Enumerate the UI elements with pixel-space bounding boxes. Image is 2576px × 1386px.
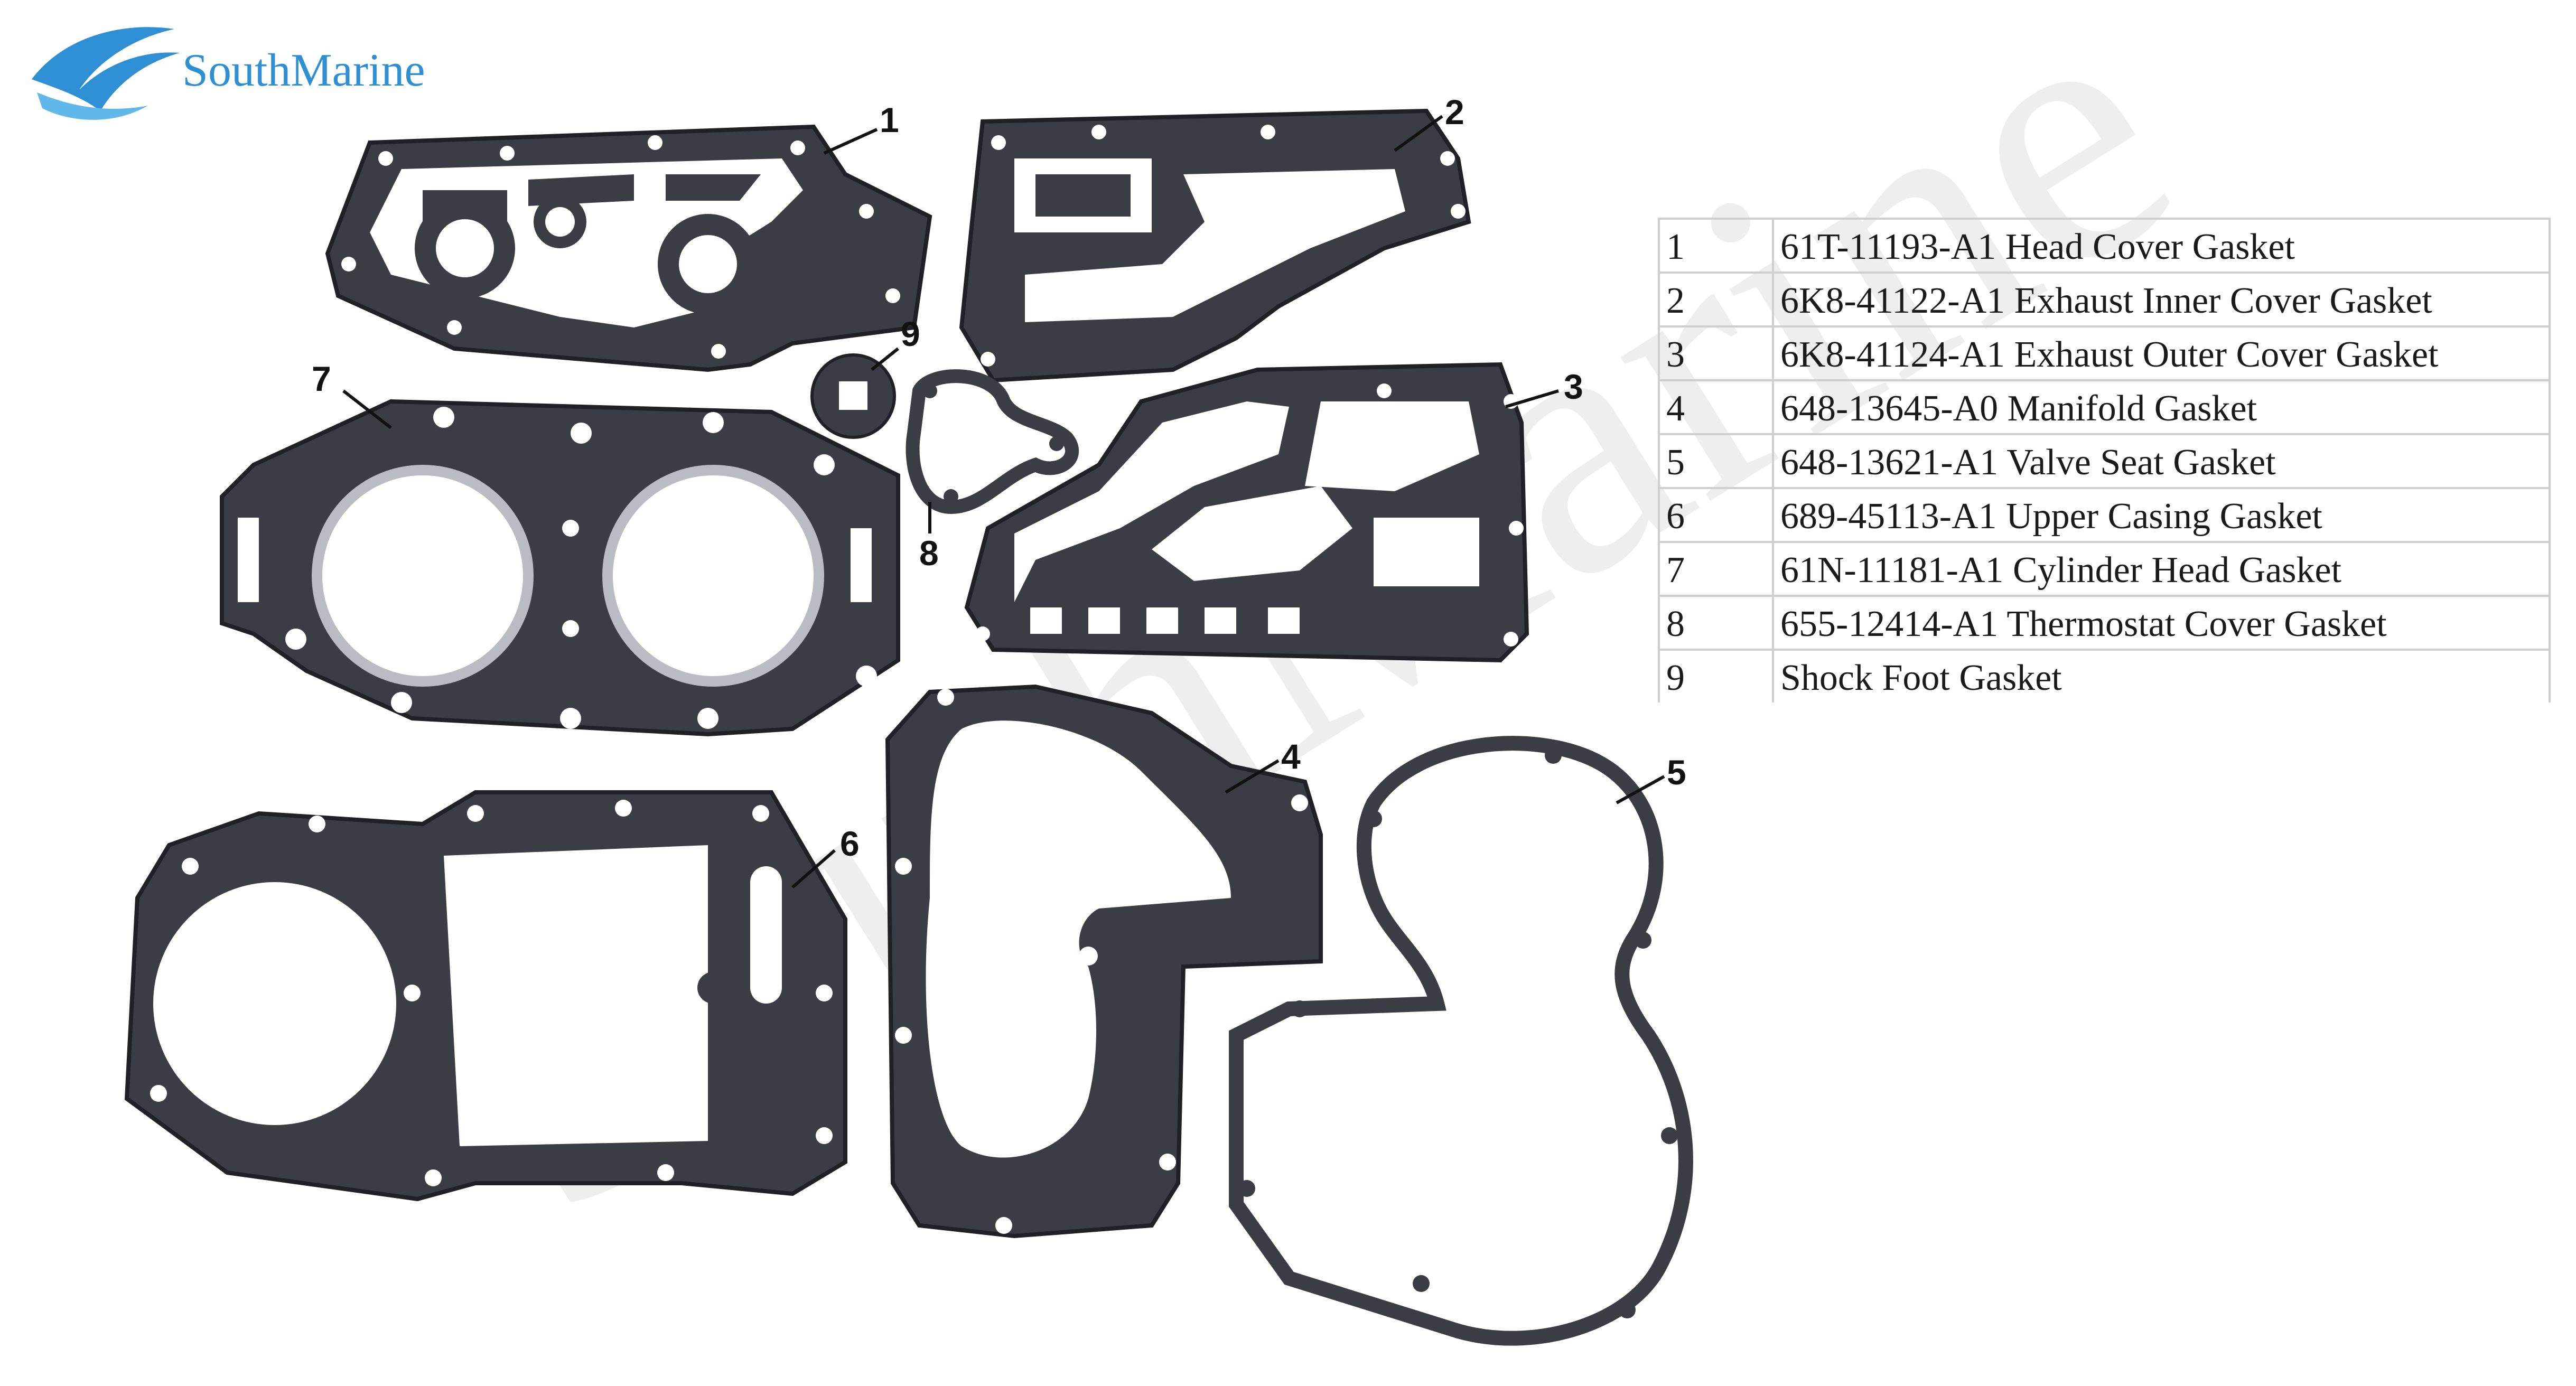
callout-7: 7 <box>312 359 331 398</box>
legend-part-name: 689-45113-A1 Upper Casing Gasket <box>1772 487 2551 543</box>
callout-9: 9 <box>901 314 920 353</box>
legend-number: 1 <box>1658 218 1773 274</box>
callout-5: 5 <box>1667 753 1686 792</box>
callout-1: 1 <box>880 100 899 139</box>
legend-part-name: 648-13645-A0 Manifold Gasket <box>1772 379 2551 435</box>
gasket-exhaust-inner <box>959 108 1471 383</box>
legend-part-name: 6K8-41124-A1 Exhaust Outer Cover Gasket <box>1772 325 2551 381</box>
gasket-exhaust-outer <box>964 362 1529 663</box>
callout-6: 6 <box>840 824 860 863</box>
callouts: 1 2 3 4 5 6 7 8 9 <box>312 92 1686 889</box>
callout-3: 3 <box>1564 367 1583 406</box>
legend-number: 6 <box>1658 487 1773 543</box>
brand-logo: SouthMarine <box>32 27 425 120</box>
gasket-manifold <box>885 684 1323 1239</box>
legend-part-name: Shock Foot Gasket <box>1772 649 2551 703</box>
legend-part-name: 648-13621-A1 Valve Seat Gasket <box>1772 433 2551 489</box>
legend-number: 3 <box>1658 325 1773 381</box>
legend-part-name: 6K8-41122-A1 Exhaust Inner Cover Gasket <box>1772 271 2551 327</box>
gasket-thermostat-cover <box>906 369 1079 514</box>
legend-number: 4 <box>1658 379 1773 435</box>
legend-part-name: 655-12414-A1 Thermostat Cover Gasket <box>1772 595 2551 651</box>
gasket-shock-foot <box>810 353 896 439</box>
legend-number: 9 <box>1658 649 1773 703</box>
legend-number: 8 <box>1658 595 1773 651</box>
gasket-head-cover <box>325 124 932 372</box>
legend-number: 7 <box>1658 541 1773 597</box>
legend-part-name: 61T-11193-A1 Head Cover Gasket <box>1772 218 2551 274</box>
callout-2: 2 <box>1445 92 1464 132</box>
gasket-upper-casing <box>124 790 847 1202</box>
legend-number: 2 <box>1658 271 1773 327</box>
legend-number: 5 <box>1658 433 1773 489</box>
brand-name: SouthMarine <box>182 45 425 96</box>
legend-part-name: 61N-11181-A1 Cylinder Head Gasket <box>1772 541 2551 597</box>
gasket-valve-seat <box>1229 736 1693 1346</box>
gasket-cylinder-head <box>220 399 900 737</box>
callout-4: 4 <box>1281 737 1301 776</box>
callout-8: 8 <box>919 533 939 573</box>
